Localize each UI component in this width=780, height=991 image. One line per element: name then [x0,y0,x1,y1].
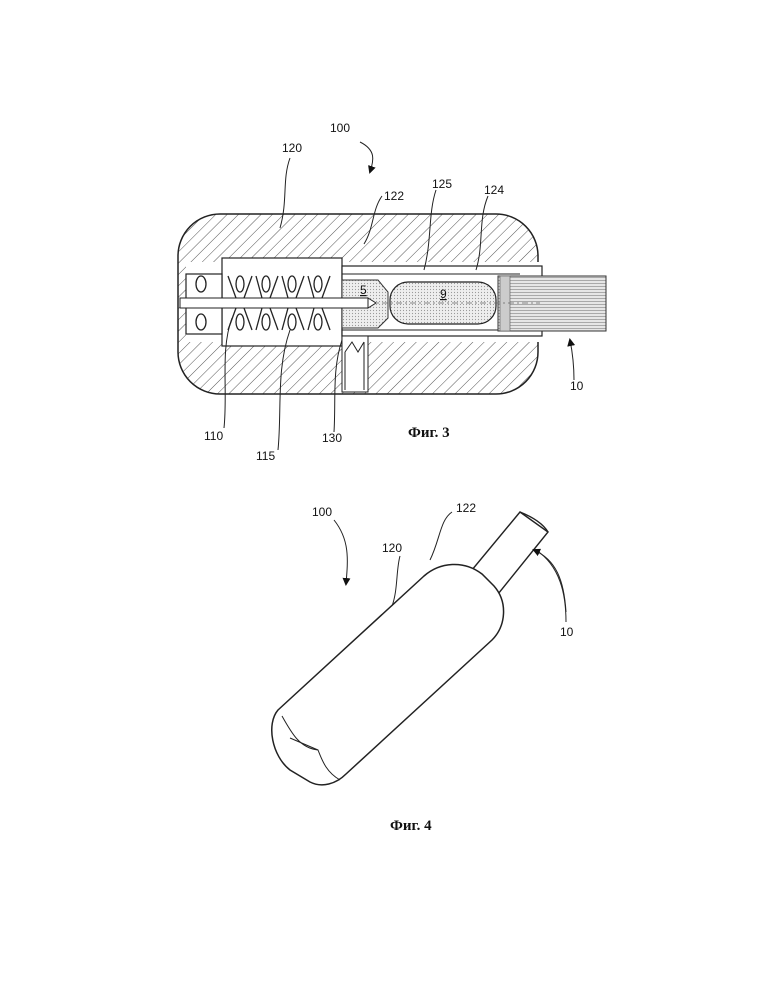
figure-3: 100 120 122 125 124 10 110 115 130 5 9 Ф… [178,121,606,463]
label-115: 115 [256,449,275,463]
label-124: 124 [484,183,504,197]
label-10-fig4: 10 [560,625,574,639]
fig4-stick-arrow [534,550,566,612]
label-10-fig3: 10 [570,379,584,393]
label-9: 9 [440,287,447,301]
label-100-fig4: 100 [312,505,332,519]
label-100-fig3: 100 [330,121,350,135]
caption-figure-4: Фиг. 4 [390,818,432,834]
label-130: 130 [322,431,342,445]
fig3-device-arrow [360,142,373,172]
caption-figure-3: Фиг. 3 [408,425,450,441]
label-122-fig3: 122 [384,189,404,203]
fig3-stick-arrow [570,340,574,380]
label-110: 110 [204,429,223,443]
stick-body [498,276,606,331]
figure-4: 100 122 120 10 Фиг. 4 [272,501,574,834]
label-5: 5 [360,283,367,297]
label-120-fig4: 120 [382,541,402,555]
label-120-fig3: 120 [282,141,302,155]
label-122-fig4: 122 [456,501,476,515]
fig4-housing [272,564,504,784]
fig4-device-arrow [334,520,347,584]
label-125: 125 [432,177,452,191]
needle [180,298,368,308]
stick-edge [500,276,510,331]
